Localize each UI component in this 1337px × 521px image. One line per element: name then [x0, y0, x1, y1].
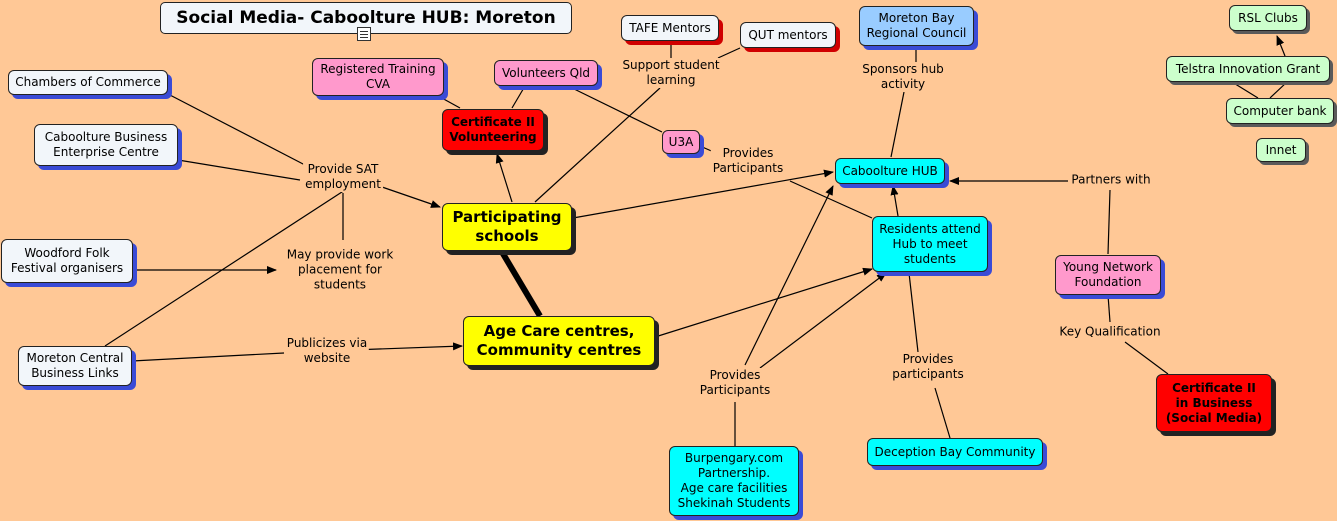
node-certificate-ii-volunteering[interactable]: Certificate II Volunteering [442, 109, 544, 151]
node-volunteers-qld[interactable]: Volunteers Qld [494, 60, 598, 86]
link-computerbank-rsl [1269, 81, 1288, 99]
link-sponsors-hub [890, 91, 905, 158]
node-caboolture-hub[interactable]: Caboolture HUB [835, 158, 945, 184]
node-registered-training[interactable]: Registered Training CVA [312, 58, 444, 96]
label-may-provide-work-placement: May provide work placement for students [284, 247, 396, 293]
link-schools-hub [572, 169, 834, 219]
link-ynf-partners [1107, 189, 1111, 255]
label-partners-with: Partners with [1069, 172, 1153, 188]
node-u3a[interactable]: U3A [662, 130, 700, 154]
label-provides-participants-deception-bay: Provides participants [890, 352, 966, 382]
link-ynf-keyqual [1107, 294, 1111, 323]
link-volqld-cert2 [511, 85, 526, 109]
link-provides-residents2 [759, 272, 887, 369]
label-key-qualification: Key Qualification [1057, 324, 1163, 340]
link-moreton-sat [104, 189, 346, 347]
link-qut-support [717, 47, 741, 59]
node-moreton-central-business[interactable]: Moreton Central Business Links [18, 346, 132, 386]
node-rsl-clubs[interactable]: RSL Clubs [1229, 5, 1307, 31]
link-support-schools [534, 87, 661, 203]
link-schools-cert2 [495, 153, 513, 203]
link-provides-hub [744, 185, 834, 366]
label-publicizes-via-website: Publicizes via website [284, 336, 370, 366]
link-cbec-sat [177, 159, 301, 181]
node-qut-mentors[interactable]: QUT mentors [740, 22, 836, 48]
node-participating-schools[interactable]: Participating schools [442, 203, 572, 251]
link-provides-residents3 [908, 272, 919, 353]
node-certificate-ii-business[interactable]: Certificate II in Business (Social Media… [1156, 374, 1272, 432]
node-deception-bay-community[interactable]: Deception Bay Community [867, 438, 1043, 466]
label-support-student-learning: Support student learning [620, 58, 722, 88]
node-innet[interactable]: Innet [1256, 138, 1306, 162]
document-icon[interactable] [357, 27, 371, 41]
link-keyqual-cert2biz [1124, 341, 1169, 375]
node-residents-attend-hub[interactable]: Residents attend Hub to meet students [872, 216, 988, 272]
link-agecare-residents [654, 267, 873, 338]
node-computer-bank[interactable]: Computer bank [1226, 98, 1334, 124]
node-young-network-foundation[interactable]: Young Network Foundation [1055, 255, 1161, 295]
link-chambers-sat [167, 93, 306, 166]
link-volqld-u3a [567, 85, 663, 133]
link-residents-hub [890, 185, 899, 217]
node-telstra-innovation-grant[interactable]: Telstra Innovation Grant [1166, 56, 1330, 82]
label-provides-participants-burpengary: Provides Participants [697, 368, 773, 398]
node-chambers-of-commerce[interactable]: Chambers of Commerce [8, 70, 168, 95]
link-telstra-rsl [1276, 35, 1286, 57]
label-sponsors-hub-activity: Sponsors hub activity [860, 62, 946, 92]
label-provides-participants-u3a: Provides Participants [710, 146, 786, 176]
node-burpengary-partnership[interactable]: Burpengary.com Partnership. Age care fac… [669, 446, 799, 516]
node-caboolture-business-enterprise[interactable]: Caboolture Business Enterprise Centre [34, 124, 178, 166]
link-computerbank-telstra [1231, 81, 1259, 99]
node-woodford-folk-festival[interactable]: Woodford Folk Festival organisers [1, 239, 133, 283]
link-sat-schools [381, 186, 441, 208]
node-age-care-community-centres[interactable]: Age Care centres, Community centres [463, 316, 655, 366]
link-publicizes-agecare [351, 342, 463, 351]
link-agecare-schools-thick [499, 250, 543, 318]
link-moreton-publicizes [131, 352, 285, 362]
link-rto-cert2 [439, 96, 461, 109]
link-provides-residents [789, 180, 873, 219]
label-provide-sat-employment: Provide SAT employment [303, 162, 383, 192]
link-db-provides [934, 387, 951, 439]
node-moreton-bay-regional-council[interactable]: Moreton Bay Regional Council [859, 6, 974, 46]
node-tafe-mentors[interactable]: TAFE Mentors [621, 15, 719, 41]
